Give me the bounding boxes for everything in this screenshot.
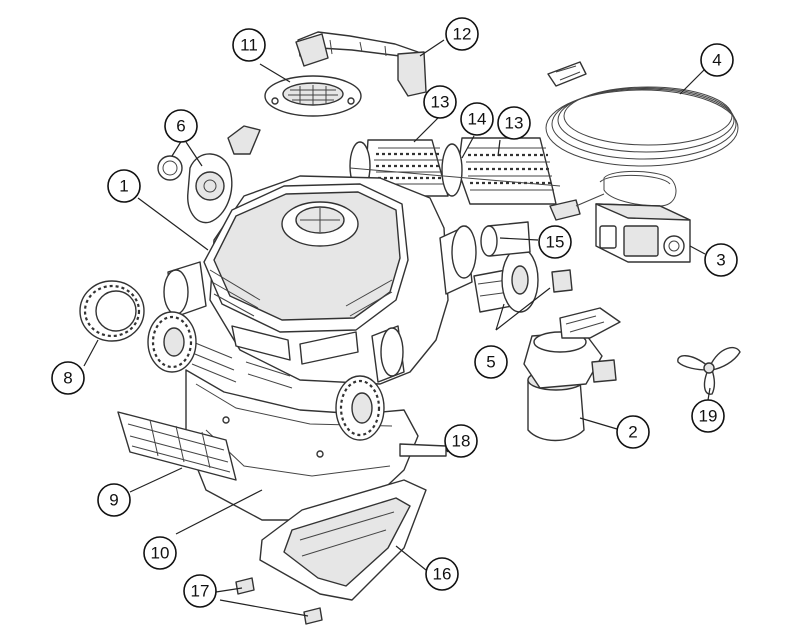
right-hub-part — [371, 225, 477, 383]
handle-part — [295, 31, 427, 97]
leader-2 — [579, 417, 618, 430]
svg-text:12: 12 — [453, 25, 472, 44]
side-cover-part — [157, 153, 233, 224]
leader-4 — [679, 69, 705, 95]
shaft-part — [399, 443, 447, 457]
leader-13b — [497, 139, 501, 157]
svg-text:4: 4 — [712, 51, 721, 70]
leader-16 — [395, 545, 427, 571]
front-right-wheel-part — [335, 375, 385, 441]
callout-13-rear: 13 — [497, 106, 531, 140]
svg-text:13: 13 — [505, 114, 524, 133]
rear-brush-part — [441, 137, 557, 205]
callout-2: 2 — [616, 415, 650, 449]
leader-15 — [499, 237, 539, 241]
filter-cap-part — [264, 75, 362, 117]
leader-5b — [495, 287, 551, 331]
svg-text:6: 6 — [176, 117, 185, 136]
callout-18: 18 — [444, 424, 478, 458]
clip-set-part — [235, 577, 323, 625]
drive-motor-part — [473, 247, 573, 313]
front-grille-part — [117, 411, 237, 481]
pump-motor-part — [523, 307, 621, 442]
svg-text:16: 16 — [433, 565, 452, 584]
leader-17b — [219, 599, 309, 617]
callout-19: 19 — [691, 399, 725, 433]
svg-text:1: 1 — [119, 177, 128, 196]
leader-lines — [83, 39, 711, 617]
leader-9 — [129, 467, 183, 493]
leader-3 — [689, 245, 706, 255]
leader-1 — [137, 197, 209, 251]
svg-text:18: 18 — [452, 432, 471, 451]
leader-17a — [215, 587, 243, 593]
leader-13a — [413, 117, 439, 143]
leader-8 — [83, 339, 99, 367]
chassis-part — [185, 369, 419, 521]
callout-11: 11 — [232, 28, 266, 62]
callout-15: 15 — [538, 225, 572, 259]
callout-1: 1 — [107, 169, 141, 203]
left-hub-part — [163, 261, 207, 319]
svg-text:14: 14 — [468, 110, 487, 129]
callout-8: 8 — [51, 361, 85, 395]
bottom-plate-part — [259, 479, 427, 601]
svg-text:10: 10 — [151, 544, 170, 563]
callout-6: 6 — [164, 109, 198, 143]
power-supply-part — [549, 170, 691, 263]
leader-11 — [259, 63, 291, 83]
svg-text:13: 13 — [431, 93, 450, 112]
leader-6b — [185, 141, 203, 167]
svg-text:3: 3 — [716, 251, 725, 270]
leader-14 — [461, 135, 475, 159]
callout-13-front: 13 — [423, 85, 457, 119]
svg-text:19: 19 — [699, 407, 718, 426]
callout-4: 4 — [700, 43, 734, 77]
leader-19 — [707, 387, 711, 401]
leader-12 — [419, 39, 445, 57]
callout-3: 3 — [704, 243, 738, 277]
svg-text:17: 17 — [191, 582, 210, 601]
svg-text:5: 5 — [486, 353, 495, 372]
callout-16: 16 — [425, 557, 459, 591]
track-ring-part — [79, 280, 145, 342]
callout-17: 17 — [183, 574, 217, 608]
front-left-wheel-part — [147, 311, 197, 373]
callout-14: 14 — [460, 102, 494, 136]
clip-part — [227, 125, 261, 155]
svg-text:11: 11 — [240, 36, 258, 55]
leader-10 — [175, 489, 263, 535]
callout-5: 5 — [474, 345, 508, 379]
leader-5a — [495, 303, 505, 331]
callout-10: 10 — [143, 536, 177, 570]
callout-12: 12 — [445, 17, 479, 51]
svg-text:2: 2 — [628, 423, 637, 442]
svg-text:8: 8 — [63, 369, 72, 388]
svg-text:9: 9 — [109, 491, 118, 510]
callout-9: 9 — [97, 483, 131, 517]
impeller-part — [677, 346, 741, 395]
floating-cable-part — [545, 61, 739, 167]
robot-body-part — [187, 175, 449, 389]
svg-text:15: 15 — [546, 233, 565, 252]
leader-18 — [445, 449, 449, 453]
